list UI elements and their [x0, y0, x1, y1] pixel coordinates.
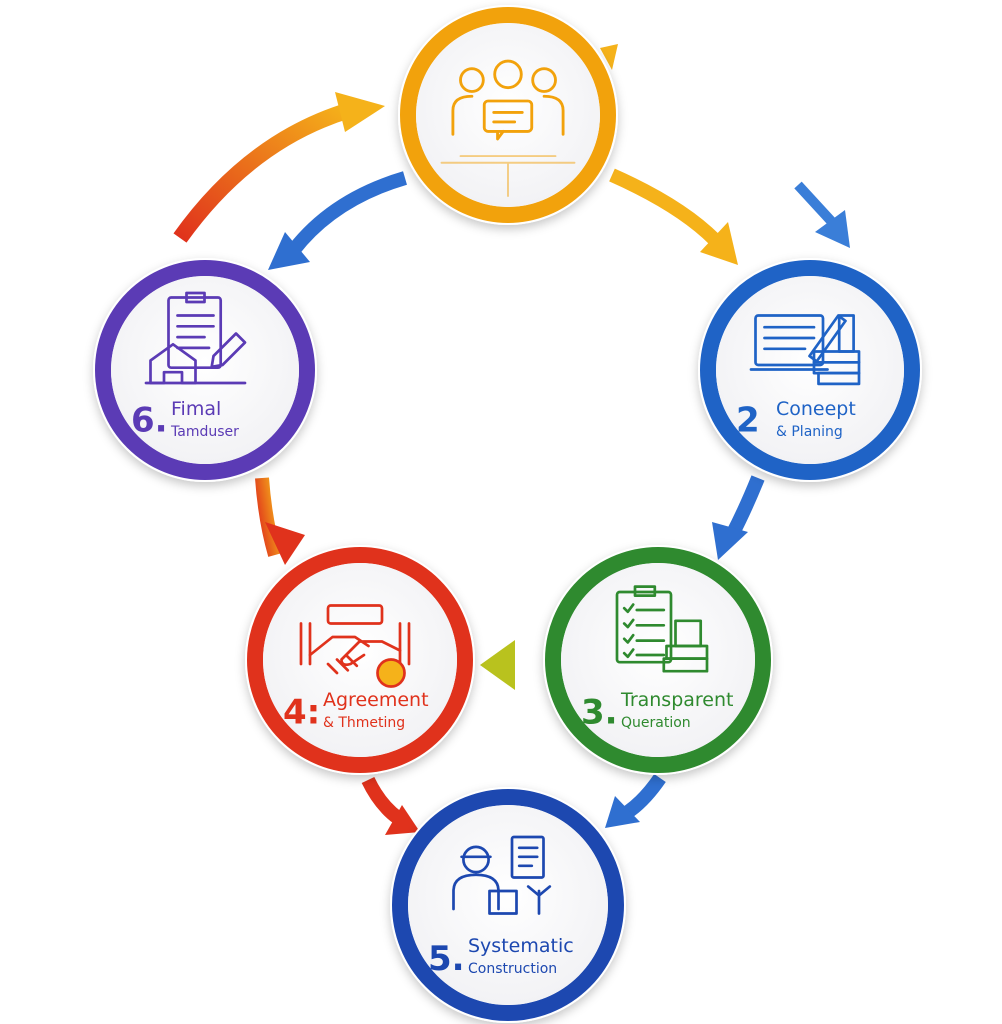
step-circle-inner	[408, 805, 608, 1005]
step-subtitle: Tamduser	[170, 424, 239, 440]
step-title: Agreement	[323, 689, 429, 711]
step-title: Transparent	[620, 689, 734, 711]
step-circle-inner	[111, 276, 299, 464]
step-subtitle: & Thmeting	[323, 715, 405, 731]
step-number: 2	[736, 401, 760, 441]
step-number: 3.	[581, 692, 618, 732]
arrow-small-right	[794, 181, 850, 248]
arrow-quotation-to-agreement	[480, 640, 542, 690]
step-title: Fimal	[171, 398, 221, 420]
clipboard-house-icon	[144, 291, 247, 385]
step-concept: 2 Coneept & Planing	[698, 258, 922, 482]
handshake-icon	[299, 604, 411, 688]
arrow-top-to-concept	[609, 168, 738, 265]
step-ring	[392, 789, 624, 1021]
step-ring	[95, 260, 315, 480]
step-subtitle: & Planing	[776, 424, 843, 440]
arrow-agreement-to-final	[255, 477, 305, 565]
checklist-icon	[615, 585, 709, 673]
step-circle-inner	[263, 563, 457, 757]
step-construction: 5. Systematic Construction	[390, 787, 626, 1023]
step-number: 6.	[131, 401, 168, 441]
arrow-agreement-to-construction	[361, 776, 420, 835]
step-quotation: 3. Transparent Queration	[543, 545, 773, 775]
step-agreement: 4: Agreement & Thmeting	[245, 545, 475, 775]
step-subtitle: Construction	[468, 961, 557, 977]
step-ring	[700, 260, 920, 480]
step-title: Coneept	[776, 398, 856, 420]
document-pencil-icon	[749, 314, 861, 386]
team-meeting-icon	[440, 59, 576, 197]
arrow-top-to-final	[268, 171, 407, 270]
step-top	[398, 5, 618, 225]
step-ring	[247, 547, 473, 773]
arrow-final-to-top	[173, 92, 385, 243]
construction-worker-icon	[452, 835, 552, 915]
step-title: Systematic	[468, 935, 574, 957]
step-circle-inner	[561, 563, 755, 757]
arrow-quotation-to-construction	[605, 773, 666, 828]
step-ring	[545, 547, 771, 773]
step-subtitle: Queration	[621, 715, 691, 731]
step-circle-inner	[416, 23, 600, 207]
arrow-concept-to-quotation	[712, 475, 765, 560]
step-final: 6. Fimal Tamduser	[93, 258, 317, 482]
step-ring	[400, 7, 616, 223]
arrow-small-top-right	[600, 44, 618, 70]
step-number: 4:	[283, 692, 320, 732]
step-number: 5.	[428, 939, 465, 979]
